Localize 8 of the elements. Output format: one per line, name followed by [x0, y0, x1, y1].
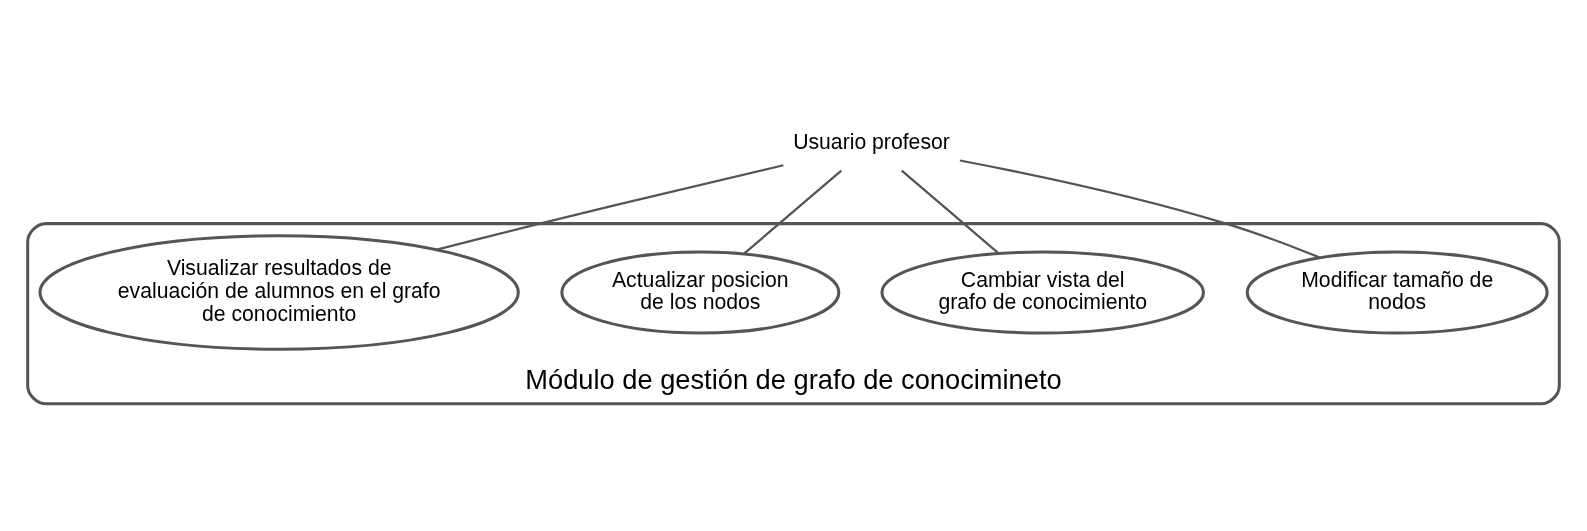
- connector: [901, 169, 999, 254]
- connector: [959, 158, 1321, 259]
- node-ellipse: Cambiar vista del grafo de conocimiento: [880, 249, 1205, 335]
- node-ellipse: Actualizar posicion de los nodos: [560, 249, 841, 335]
- node-ellipse: Modificar tamaño de nodos: [1245, 249, 1549, 335]
- node-text: Usuario profesor: [793, 129, 950, 153]
- connector: [743, 169, 843, 254]
- node-ellipse: Visualizar resultados de evaluación de alumnos en el grafo de conocimiento: [38, 233, 520, 351]
